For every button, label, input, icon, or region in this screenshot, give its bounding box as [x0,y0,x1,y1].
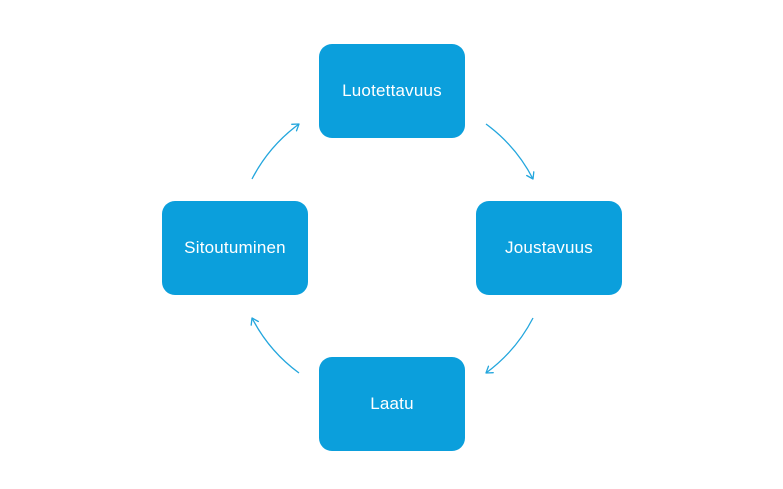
arrow-left-to-top [251,123,300,180]
node-luotettavuus: Luotettavuus [319,44,465,138]
arrow-top-to-right [485,123,535,180]
node-joustavuus: Joustavuus [476,201,622,295]
arrow-right-to-bottom [485,317,534,374]
node-label: Joustavuus [505,238,593,257]
node-sitoutuminen: Sitoutuminen [162,201,308,295]
node-label: Laatu [370,394,414,413]
node-label: Luotettavuus [342,81,442,100]
arrow-bottom-to-left [250,317,300,374]
node-label: Sitoutuminen [184,238,286,257]
node-laatu: Laatu [319,357,465,451]
